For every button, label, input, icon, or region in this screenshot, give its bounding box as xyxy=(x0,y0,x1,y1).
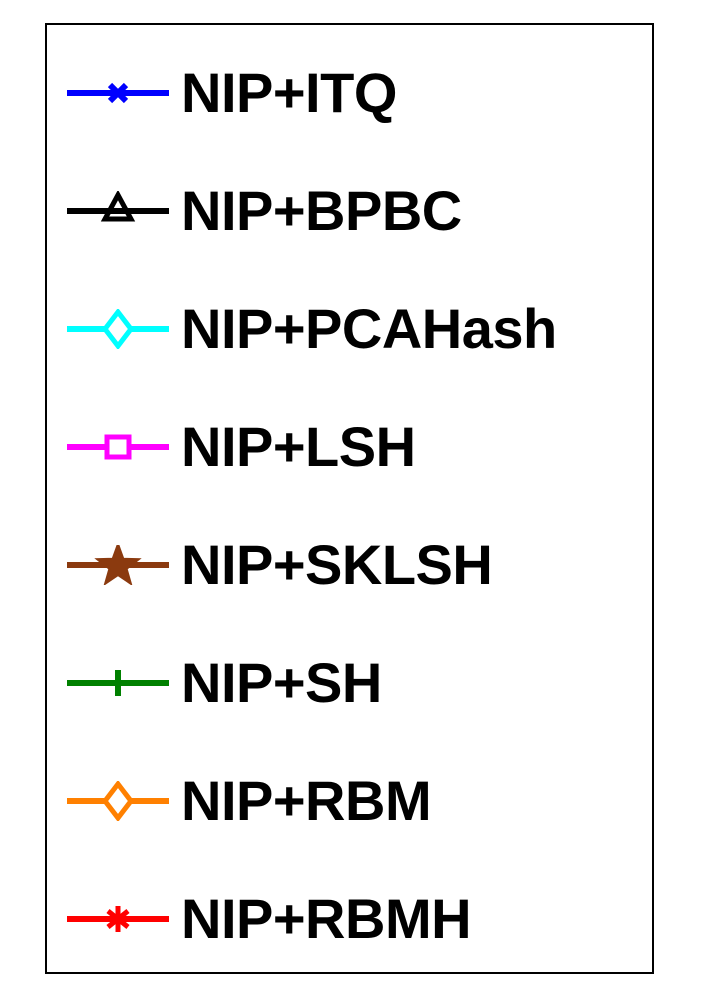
legend-swatch xyxy=(67,670,169,696)
legend-entry: NIP+RBM xyxy=(47,761,652,841)
legend-label: NIP+SH xyxy=(181,651,382,714)
legend-entry: NIP+LSH xyxy=(47,407,652,487)
legend-marker xyxy=(94,545,142,585)
legend-entry: NIP+ITQ xyxy=(47,53,652,133)
legend-swatch xyxy=(67,82,169,104)
legend-label: NIP+RBMH xyxy=(181,887,472,950)
legend-label: NIP+LSH xyxy=(181,415,416,478)
legend-entry: NIP+BPBC xyxy=(47,171,652,251)
legend-swatch xyxy=(67,191,169,222)
legend-label: NIP+PCAHash xyxy=(181,297,557,360)
legend-entry: NIP+SKLSH xyxy=(47,525,652,605)
legend-marker xyxy=(106,906,130,932)
legend-swatch xyxy=(67,309,169,349)
legend-marker xyxy=(101,309,135,349)
legend-label: NIP+RBM xyxy=(181,769,432,832)
legend-entry: NIP+SH xyxy=(47,643,652,723)
legend-entry: NIP+PCAHash xyxy=(47,289,652,369)
legend-marker xyxy=(101,781,135,821)
legend-marker xyxy=(107,82,129,104)
legend-marker xyxy=(104,434,132,460)
legend-label: NIP+BPBC xyxy=(181,179,462,242)
legend-label: NIP+ITQ xyxy=(181,61,397,124)
legend-entry: NIP+RBMH xyxy=(47,879,652,959)
legend-swatch xyxy=(67,545,169,585)
legend-swatch xyxy=(67,906,169,932)
legend-marker xyxy=(100,191,136,222)
legend-label: NIP+SKLSH xyxy=(181,533,493,596)
legend-swatch xyxy=(67,781,169,821)
legend-swatch xyxy=(67,434,169,460)
